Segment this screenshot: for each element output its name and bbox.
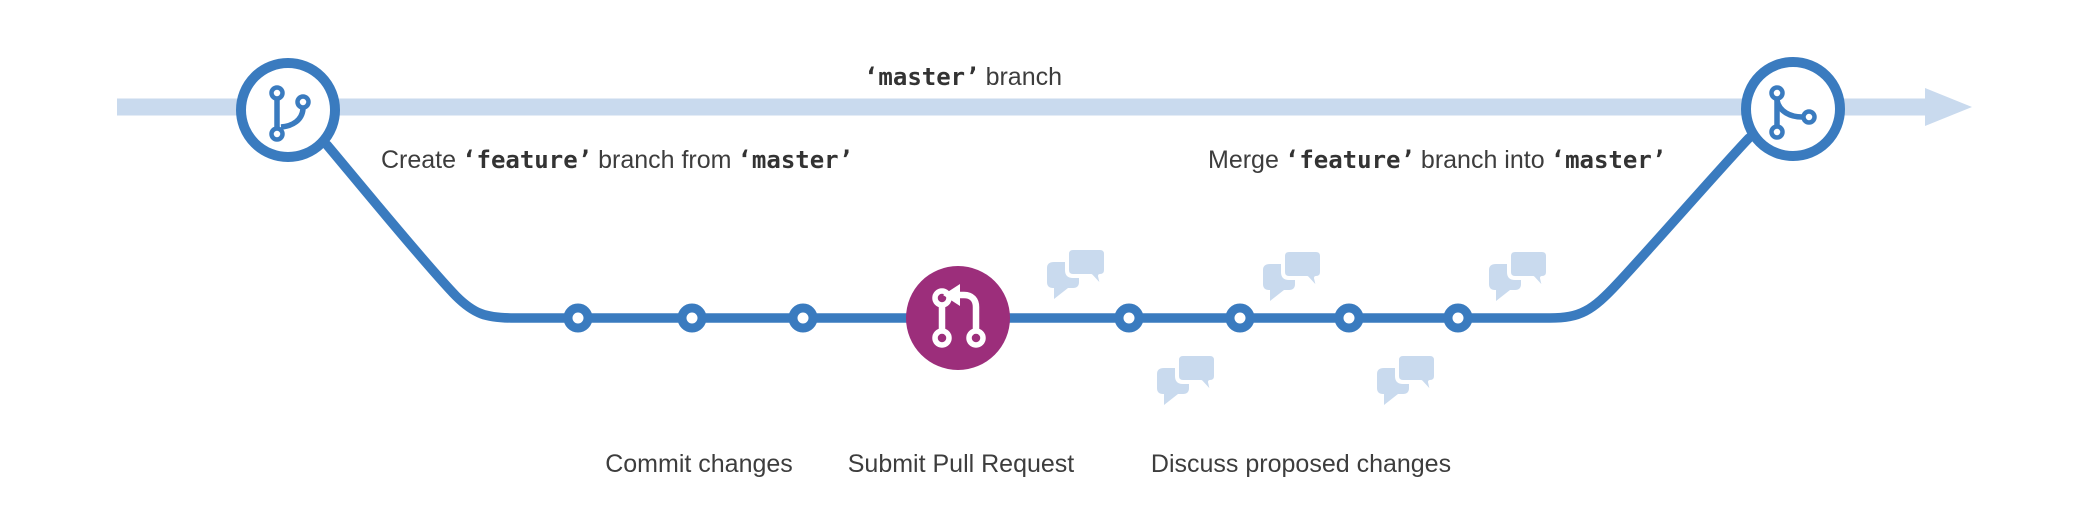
commit-node <box>563 303 593 333</box>
commit-node <box>1114 303 1144 333</box>
discuss-proposed-changes-label: Discuss proposed changes <box>1150 450 1452 478</box>
commit-node <box>677 303 707 333</box>
create-feature-branch-label: Create‘feature’branch from‘master’ <box>381 146 854 174</box>
git-merge-icon <box>1741 57 1845 161</box>
commit-node <box>1225 303 1255 333</box>
master-code-text: ‘master’ <box>863 63 980 91</box>
commit-nodes <box>563 303 1473 333</box>
git-branch-icon <box>236 58 340 162</box>
master-branch-text: branch <box>985 63 1063 91</box>
commit-node <box>1334 303 1364 333</box>
feature-branch-path <box>322 133 1754 323</box>
merge-feature-branch-label: Merge‘feature’branch into‘master’ <box>1208 146 1667 174</box>
commit-node <box>1443 303 1473 333</box>
arrow-right-icon <box>1925 88 1972 126</box>
git-pull-request-icon <box>906 266 1010 370</box>
master-branch-label: ‘master’branch <box>864 62 1062 92</box>
commit-node <box>788 303 818 333</box>
commit-changes-label: Commit changes <box>605 450 793 478</box>
submit-pull-request-label: Submit Pull Request <box>847 450 1075 478</box>
master-branch-line <box>117 88 1972 126</box>
